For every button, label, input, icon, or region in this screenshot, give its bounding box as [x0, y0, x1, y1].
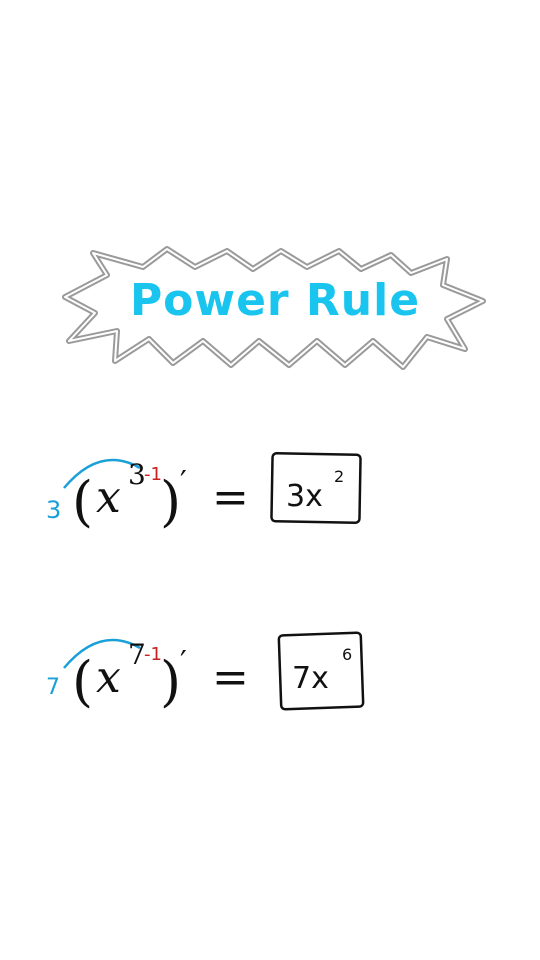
exponent: 3 — [128, 458, 146, 491]
equation-2: 7 ( x 7 -1 ) ′ = 7x 6 — [0, 620, 540, 740]
equals-sign: = — [212, 472, 249, 523]
base: x — [96, 652, 121, 703]
arrow-curve — [63, 638, 141, 669]
arrow-curve — [63, 458, 141, 489]
prime: ′ — [180, 645, 187, 680]
exponent: 7 — [128, 638, 146, 671]
title-banner: Power Rule — [55, 245, 495, 375]
minus-note: -1 — [144, 644, 162, 665]
answer-box — [270, 452, 362, 524]
equation-2-svg: 7 ( x 7 -1 ) ′ = 7x 6 — [46, 631, 365, 713]
right-paren: ) — [160, 470, 181, 533]
prime: ′ — [180, 465, 187, 500]
answer-coef: 3x — [286, 479, 323, 514]
title-text: Power Rule — [129, 275, 421, 326]
coef-note: 3 — [46, 496, 61, 524]
right-paren: ) — [160, 650, 181, 713]
burst-outline — [62, 246, 486, 370]
minus-note: -1 — [144, 464, 162, 485]
equation-1-svg: 3 ( x 3 -1 ) ′ = 3x 2 — [46, 452, 362, 533]
left-paren: ( — [72, 470, 93, 533]
left-paren: ( — [72, 650, 93, 713]
answer-exp: 6 — [342, 645, 352, 664]
equals-sign: = — [212, 652, 249, 703]
base: x — [96, 472, 121, 523]
coef-note: 7 — [46, 675, 60, 700]
answer-exp: 2 — [334, 467, 344, 486]
answer-box — [277, 631, 365, 711]
answer-coef: 7x — [292, 661, 329, 696]
equation-1: 3 ( x 3 -1 ) ′ = 3x 2 — [0, 440, 540, 560]
